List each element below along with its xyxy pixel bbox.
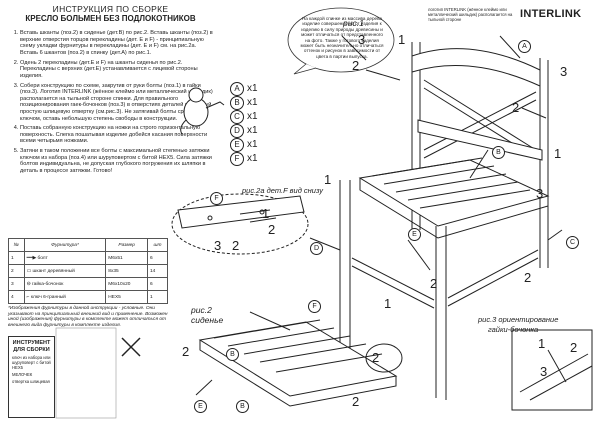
- callout-2: 2: [352, 394, 360, 409]
- callout-2: 2: [512, 100, 520, 115]
- product-title: КРЕСЛО БОЛЬМЕН БЕЗ ПОДЛОКОТНИКОВ: [25, 14, 196, 23]
- callout-2: 2: [182, 344, 190, 359]
- tool-item: ключ из набора или шуруповерт с битой HE…: [12, 355, 51, 370]
- part-letter: B: [230, 96, 244, 110]
- tools-illustration: [55, 327, 117, 419]
- callout-2: 2: [430, 276, 438, 291]
- cell-qty: 1: [147, 290, 168, 304]
- logo-note: логотип INTERLINK (жённое клеймо или мет…: [428, 7, 513, 22]
- figure-2-sub-label: сиденье: [191, 315, 224, 325]
- tool-item: отвертка шлицевая: [12, 379, 50, 384]
- part-letter: E: [230, 138, 244, 152]
- instruction-title: ИНСТРУКЦИЯ ПО СБОРКЕ: [52, 4, 169, 14]
- balloon-text: На каждой спинке из массива дерева издел…: [300, 16, 384, 59]
- part-qty: x1: [247, 97, 258, 108]
- instruction-header: ИНСТРУКЦИЯ ПО СБОРКЕ КРЕСЛО БОЛЬМЕН БЕЗ …: [8, 4, 213, 23]
- balloon-shape: [287, 7, 395, 75]
- part-marker-e: E: [194, 400, 207, 413]
- part-marker-b: B: [226, 348, 239, 361]
- part-marker-c: C: [566, 236, 579, 249]
- cell-size: HEX5: [105, 290, 149, 304]
- part-marker-d: D: [310, 242, 323, 255]
- step-item: Поставь собранную конструкцию на ножки н…: [20, 125, 214, 145]
- part-marker-a: A: [518, 40, 531, 53]
- step-item: Собери конструкцию по схеме, закрутив от…: [20, 83, 214, 123]
- seat-drawing: [198, 319, 403, 407]
- barrel-nut-detail-drawing: [511, 329, 593, 411]
- callout-2: 2: [268, 222, 276, 237]
- part-marker-f: F: [308, 300, 321, 313]
- part-qty: x1: [247, 153, 258, 164]
- speech-balloon: На каждой спинке из массива дерева издел…: [286, 6, 396, 76]
- step-item: Одень 2 перекладины (дет.Е и F) на шкант…: [20, 60, 214, 80]
- beaver-mascot-icon: [180, 87, 225, 135]
- part-marker-f: F: [210, 192, 223, 205]
- part-letter: C: [230, 110, 244, 124]
- table-row: 4 ⌐ ключ 6-гранный HEX5 1: [8, 290, 168, 304]
- part-qty: x1: [247, 83, 258, 94]
- callout-3: 3: [560, 64, 568, 79]
- table-header-row: № Фурнитура* Размер шт: [8, 238, 168, 252]
- callout-2: 2: [524, 270, 532, 285]
- chair-drawing: [339, 42, 550, 400]
- callout-3: 3: [536, 186, 544, 201]
- tools-box: ИНСТРУМЕНТ ДЛЯ СБОРКИ ключ из набора или…: [8, 336, 55, 418]
- callout-1: 1: [324, 172, 332, 187]
- brand-logo: INTERLINK: [520, 8, 582, 20]
- figure-3-label: рис.3 ориентирование: [478, 315, 559, 324]
- part-letter: A: [230, 82, 244, 96]
- callout-3: 3: [540, 364, 548, 379]
- tool-item: МЕЛОЧЕК: [12, 372, 33, 377]
- callout-1: 1: [262, 206, 270, 221]
- callout-3: 3: [214, 238, 222, 253]
- step-item: Затяни в таком положении все болты с мак…: [20, 148, 214, 174]
- part-letter: F: [230, 152, 244, 166]
- callout-2: 2: [352, 58, 360, 73]
- figure-2a-label: рис.2а дет.F вид снизу: [242, 186, 323, 195]
- callout-1: 1: [538, 336, 546, 351]
- hardware-table: № Фурнитура* Размер шт 1 ━━▶ болт M6x51 …: [8, 238, 168, 304]
- step-item: Вставь шканты (поз.2) в сиденье (дет.В) …: [20, 30, 214, 56]
- part-marker-b: B: [236, 400, 249, 413]
- callout-1: 1: [384, 296, 392, 311]
- part-qty: x1: [247, 125, 258, 136]
- cell-num: 4: [8, 290, 25, 304]
- table-row: 1 ━━▶ болт M6x51 6: [8, 251, 168, 265]
- cell-name: ⌐ ключ 6-гранный: [23, 290, 107, 304]
- part-marker-e: E: [408, 228, 421, 241]
- callout-2: 2: [372, 350, 380, 365]
- cross-icon: [121, 337, 141, 357]
- callout-1: 1: [554, 146, 562, 161]
- hex-key-icon: ⌐: [26, 294, 31, 300]
- figure-3-sub-label: гайки-бочонка: [488, 325, 539, 334]
- part-marker-b: B: [492, 146, 505, 159]
- rail-detail-drawing: [171, 193, 309, 255]
- dowel-icon: ▭: [26, 268, 33, 274]
- barrel-nut-icon: ⊖: [26, 281, 33, 287]
- hardware-note: *Изображения фурнитуры в данной инструкц…: [8, 306, 168, 328]
- figure-1-label: рис.1: [343, 18, 364, 28]
- callout-2: 2: [570, 340, 578, 355]
- part-letter: D: [230, 124, 244, 138]
- figure-2-label: рис.2: [191, 305, 212, 315]
- part-qty: x1: [247, 111, 258, 122]
- part-qty: x1: [247, 139, 258, 150]
- assembly-steps: Вставь шканты (поз.2) в сиденье (дет.В) …: [8, 30, 214, 178]
- callout-1: 1: [398, 32, 406, 47]
- callout-2: 2: [232, 238, 240, 253]
- tools-title: ИНСТРУМЕНТ ДЛЯ СБОРКИ: [12, 340, 51, 353]
- callout-3: 3: [358, 32, 366, 47]
- bolt-icon: ━━▶: [26, 255, 38, 261]
